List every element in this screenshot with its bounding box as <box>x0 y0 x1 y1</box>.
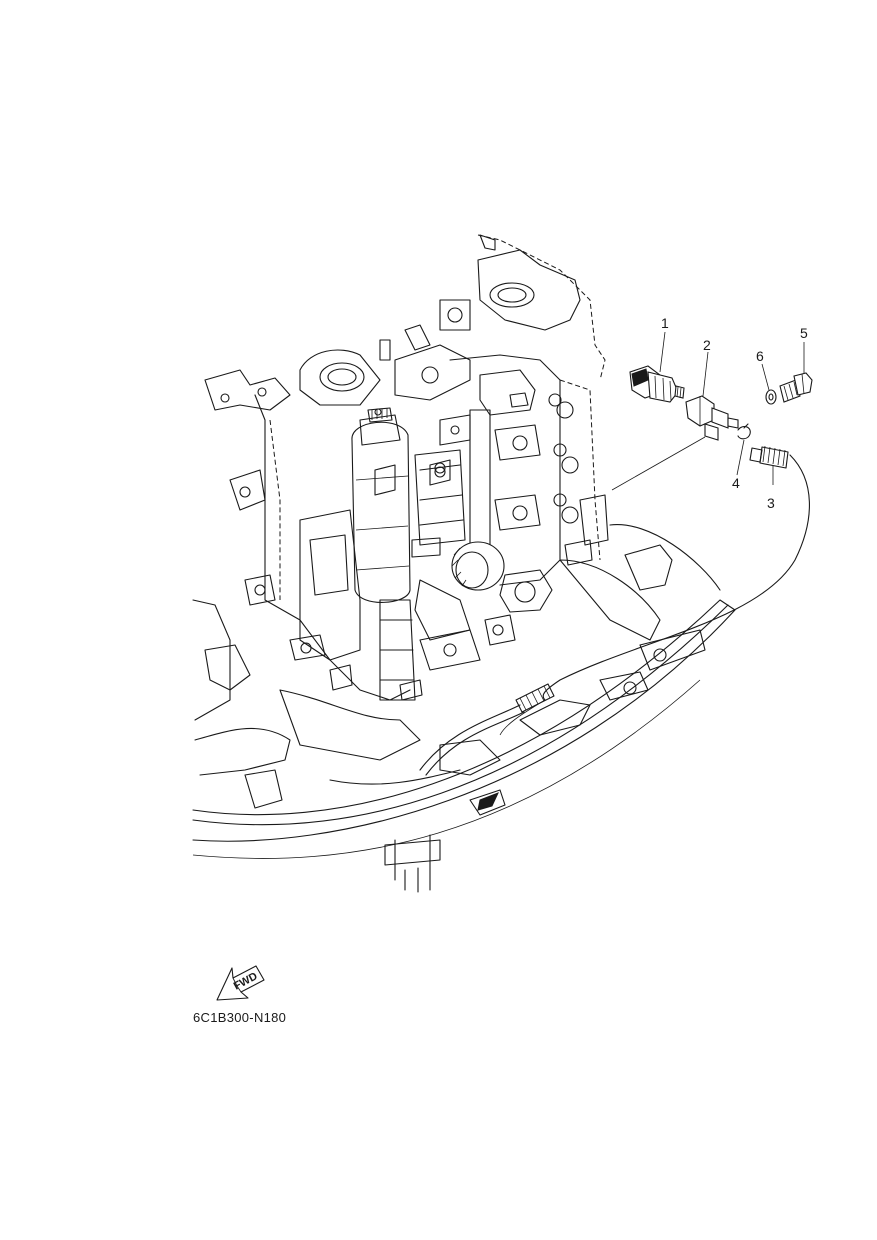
part-6-washer <box>765 389 777 405</box>
bottom-cowling <box>192 524 736 893</box>
callout-5: 5 <box>800 325 808 341</box>
sensor-lead <box>499 445 810 736</box>
callout-2: 2 <box>703 337 711 353</box>
part-2-adapter <box>685 395 739 441</box>
callout-6: 6 <box>756 348 764 364</box>
callout-3: 3 <box>767 495 775 511</box>
callout-1: 1 <box>661 315 669 331</box>
fwd-arrow-icon: FWD <box>216 965 265 1001</box>
callout-leaders <box>659 331 805 485</box>
part-4-clip <box>737 423 751 440</box>
engine-block <box>204 234 609 776</box>
leader-line-2 <box>611 436 706 491</box>
callout-4: 4 <box>732 475 740 491</box>
part-1-sensor <box>629 365 685 403</box>
figure-code: 6C1B300-N180 <box>193 1010 287 1025</box>
part-5-bolt <box>779 372 813 403</box>
